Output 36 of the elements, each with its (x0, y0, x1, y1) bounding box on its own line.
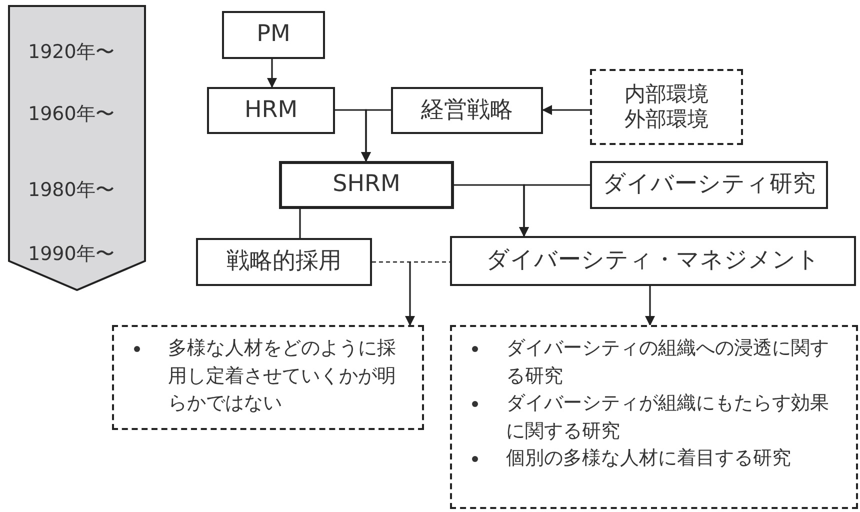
year-label: 1990年〜 (28, 242, 114, 267)
note-box (450, 325, 858, 509)
process-box (196, 238, 372, 286)
arrow (519, 184, 590, 237)
connector-line (299, 209, 301, 238)
bullet-text: ダイバーシティの組織への浸透に関する研究 (506, 336, 830, 389)
process-box (590, 161, 828, 209)
bullet-text: ダイバーシティが組織にもたらす効果に関する研究 (506, 391, 830, 444)
box-label: ダイバーシティ研究 (602, 171, 816, 199)
year-label: 1980年〜 (28, 178, 114, 203)
year-label: 1920年〜 (28, 40, 114, 65)
process-box (222, 11, 325, 59)
box-label: 経営戦略 (421, 96, 513, 124)
box-label: ダイバーシティ・マネジメント (486, 247, 820, 275)
dashed-line (372, 261, 450, 263)
bullet-text: 多様な人材をどのように採用し定着させていくかが明らかではない (168, 336, 397, 416)
box-label: 外部環境 (624, 107, 708, 132)
timeline-arrow (8, 5, 146, 291)
box-label: HRM (244, 96, 298, 124)
arrow (645, 286, 655, 326)
arrow (542, 105, 590, 115)
process-box (391, 87, 543, 134)
arrow (267, 59, 277, 88)
box-label: PM (256, 21, 290, 49)
box-label: 内部環境 (624, 82, 708, 107)
box-label: SHRM (332, 171, 400, 199)
note-box (112, 325, 424, 430)
process-box (207, 87, 335, 134)
process-box (450, 236, 856, 286)
process-box (279, 161, 454, 209)
box-label: 戦略的採用 (226, 248, 342, 276)
year-label: 1960年〜 (28, 102, 114, 127)
arrow (405, 262, 415, 326)
arrow (361, 109, 391, 162)
bullet-text: 個別の多様な人材に着目する研究 (506, 446, 791, 472)
dashed-box (590, 69, 743, 145)
